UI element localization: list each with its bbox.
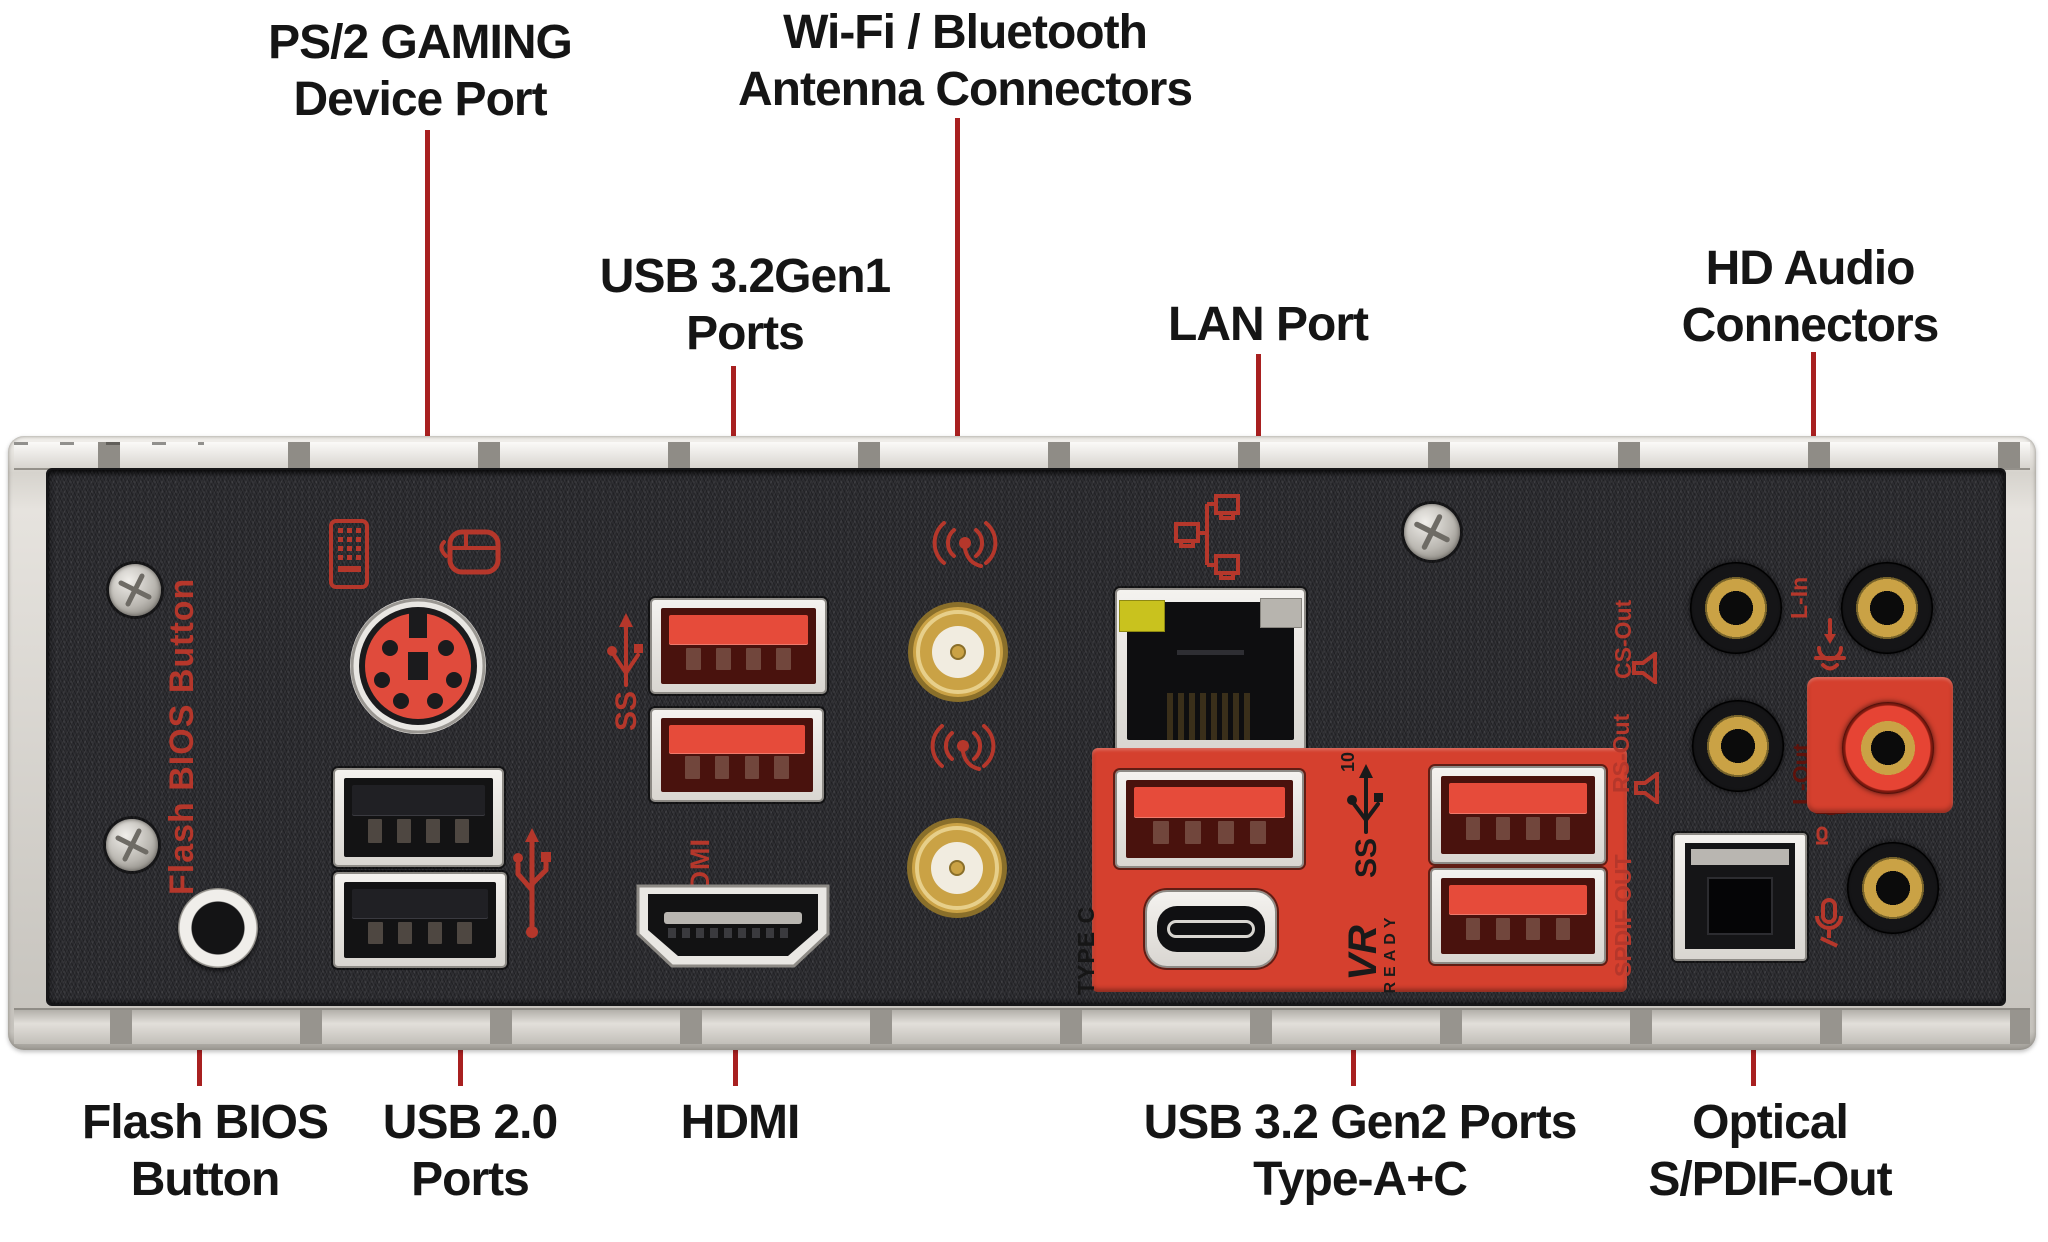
usb32gen1-port[interactable] — [650, 708, 824, 802]
screw-icon — [1404, 504, 1460, 560]
mic-small-icon — [1816, 826, 1828, 845]
svg-text:10: 10 — [1340, 752, 1358, 772]
lan-port-pins — [1167, 693, 1254, 740]
spdif-out-label: SPDIF OUT — [1610, 854, 1636, 977]
hdmi-port[interactable] — [634, 882, 832, 970]
callout-usb32gen1-line1: USB 3.2Gen1 — [599, 250, 891, 303]
l-out-jack[interactable] — [1842, 702, 1934, 794]
optical-spdif-port[interactable] — [1673, 833, 1807, 961]
usb32gen1-port[interactable] — [650, 598, 827, 694]
rs-out-jack[interactable] — [1692, 700, 1784, 792]
screw-icon — [109, 564, 161, 616]
callout-hdmi: HDMI — [680, 1094, 801, 1151]
sma-antenna-connector[interactable] — [905, 816, 1009, 920]
callout-lan-line1: LAN Port — [1168, 298, 1369, 351]
rs-out-label: RS-Out — [1608, 713, 1634, 793]
callout-usb32gen2-line2: Type-A+C — [1253, 1153, 1468, 1206]
svg-text:SS: SS — [610, 691, 643, 731]
callout-optical-spdif: Optical S/PDIF-Out — [1648, 1094, 1892, 1208]
type-c-panel-label: TYPE C — [1073, 905, 1099, 995]
vr-ready-logo: VR READY — [1337, 903, 1407, 1003]
l-in-jack[interactable] — [1841, 562, 1933, 654]
usb32gen2-typea-port[interactable] — [1430, 766, 1606, 864]
keyboard-icon — [329, 519, 369, 589]
vr-ready-vr: VR — [1341, 925, 1385, 981]
callout-wifi-bluetooth: Wi-Fi / Bluetooth Antenna Connectors — [737, 4, 1193, 118]
lan-network-icon — [1174, 494, 1240, 580]
usb32gen2-port-cavity — [1126, 780, 1293, 858]
mouse-icon — [439, 529, 501, 575]
callout-optical-line1: Optical — [1692, 1096, 1849, 1149]
optical-cavity — [1685, 843, 1795, 949]
callout-flash-bios-line1: Flash BIOS — [81, 1096, 329, 1149]
callout-wifi-line1: Wi-Fi / Bluetooth — [783, 6, 1148, 59]
callout-usb20: USB 2.0 Ports — [382, 1094, 558, 1208]
usb-icon — [513, 828, 551, 938]
l-in-label: L-In — [1786, 576, 1812, 619]
usb-ss-icon: SS — [607, 613, 643, 731]
callout-flash-bios-line2: Button — [130, 1153, 281, 1206]
callout-ps2-line2: Device Port — [293, 73, 547, 126]
leader-wifi — [955, 118, 960, 476]
usb-ss10-icon: SS 10 — [1340, 752, 1383, 878]
flash-bios-button[interactable] — [178, 888, 258, 968]
mic-jack[interactable] — [1847, 842, 1939, 934]
callout-usb32gen2-line1: USB 3.2 Gen2 Ports — [1143, 1096, 1578, 1149]
screw-icon — [106, 819, 158, 871]
optical-inner — [1707, 877, 1773, 935]
callout-hdmi-line1: HDMI — [680, 1096, 801, 1149]
callout-usb20-line1: USB 2.0 — [382, 1096, 558, 1149]
speaker-icon — [1632, 652, 1657, 684]
sma-antenna-connector[interactable] — [906, 600, 1010, 704]
callout-flash-bios: Flash BIOS Button — [81, 1094, 329, 1208]
callout-hd-audio-line1: HD Audio — [1705, 242, 1916, 295]
callout-usb32gen1: USB 3.2Gen1 Ports — [599, 248, 891, 362]
callout-lan: LAN Port — [1168, 296, 1369, 353]
cs-out-jack[interactable] — [1690, 562, 1782, 654]
line-in-icon — [1814, 618, 1846, 671]
usb32gen2-port-cavity — [1441, 776, 1595, 854]
usb32gen2-port-cavity — [1441, 878, 1595, 954]
bracket-bottom-strip — [14, 1008, 2030, 1044]
usb32gen2-typec-port[interactable] — [1145, 890, 1277, 968]
callout-ps2-line1: PS/2 GAMING — [268, 16, 573, 69]
usb32gen2-typea-port[interactable] — [1430, 868, 1606, 964]
usb32gen1-port-cavity — [661, 718, 813, 792]
mic-icon — [1815, 898, 1843, 948]
optical-flap — [1691, 849, 1789, 865]
usb20-port[interactable] — [333, 872, 507, 968]
speaker-icon — [1634, 772, 1659, 804]
typec-cavity — [1157, 906, 1265, 952]
callout-usb32gen1-line2: Ports — [686, 307, 805, 360]
usb20-port[interactable] — [333, 768, 504, 867]
wifi-antenna-icon — [932, 521, 998, 568]
lan-led-yellow — [1119, 600, 1165, 632]
ps2-port — [350, 598, 486, 734]
callout-usb32gen2: USB 3.2 Gen2 Ports Type-A+C — [1143, 1094, 1578, 1208]
lan-port[interactable] — [1115, 588, 1306, 752]
callout-hd-audio-line2: Connectors — [1681, 299, 1940, 352]
usb32gen2-typea-port[interactable] — [1115, 770, 1304, 868]
callout-usb20-line2: Ports — [411, 1153, 530, 1206]
callout-ps2: PS/2 GAMING Device Port — [268, 14, 573, 128]
bracket-top-strip — [14, 442, 2030, 470]
flash-bios-panel-label: Flash BIOS Button — [163, 577, 201, 895]
typec-tongue — [1167, 920, 1255, 938]
leader-ps2 — [425, 130, 430, 545]
leader-hd-audio — [1811, 352, 1816, 506]
wifi-antenna-icon — [930, 724, 996, 771]
usb20-port-cavity — [344, 882, 496, 958]
callout-optical-line2: S/PDIF-Out — [1648, 1153, 1892, 1206]
lan-port-slot — [1177, 650, 1244, 656]
vr-ready-ready: READY — [1382, 912, 1399, 994]
usb32gen1-port-cavity — [661, 608, 816, 684]
usb20-port-cavity — [344, 778, 493, 857]
svg-text:SS: SS — [1350, 838, 1383, 878]
callout-hd-audio: HD Audio Connectors — [1681, 240, 1940, 354]
callout-wifi-line2: Antenna Connectors — [737, 63, 1193, 116]
lan-led-gray — [1260, 598, 1302, 628]
